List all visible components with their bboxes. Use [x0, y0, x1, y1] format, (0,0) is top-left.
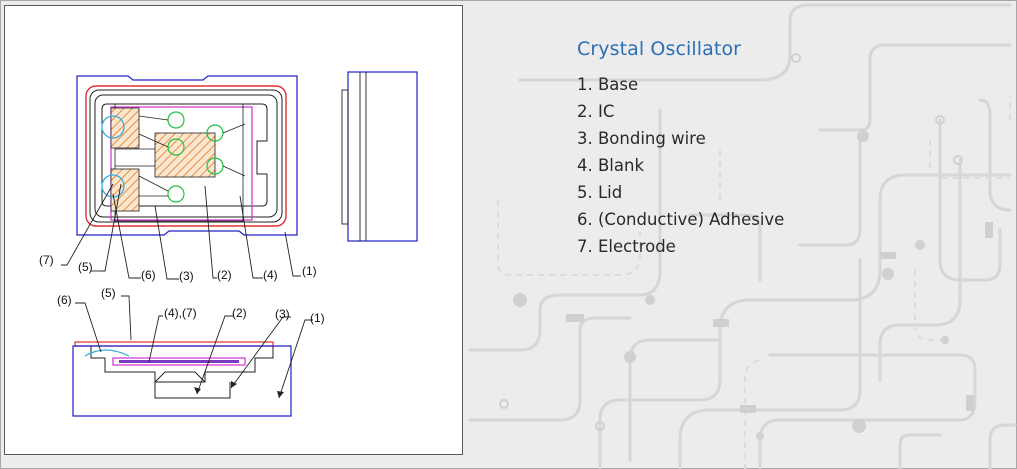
list-item: 4. Blank	[577, 156, 645, 175]
adhesive-dot	[101, 174, 125, 198]
legend-title: Crystal Oscillator	[577, 38, 742, 60]
electrode-pad-bottom	[110, 168, 140, 212]
callout-label: (1)	[302, 264, 317, 278]
callout-label: (4)	[263, 268, 278, 282]
list-item: 2. IC	[577, 102, 615, 121]
parts-legend: Crystal Oscillator 1. Base 2. IC 3. Bond…	[577, 38, 784, 260]
base-section	[72, 345, 292, 417]
blank-section	[112, 357, 246, 366]
parts-list: 1. Base 2. IC 3. Bonding wire 4. Blank 5…	[577, 71, 784, 260]
adhesive-dot	[101, 115, 125, 139]
list-item: 1. Base	[577, 75, 639, 94]
section-view: (6) (5) (4),(7) (2) (3) (1)	[57, 286, 325, 417]
list-item: 5. Lid	[577, 183, 623, 202]
ic-chip	[154, 132, 216, 178]
list-item: 6. (Conductive) Adhesive	[577, 210, 785, 229]
callout-label: (5)	[101, 286, 116, 300]
electrode-pad-top	[110, 107, 140, 149]
top-view: (7) (5) (6) (3) (2) (4) (1)	[39, 71, 418, 283]
base-outline	[76, 75, 298, 236]
callout-label: (3)	[179, 269, 194, 283]
callout-label: (5)	[78, 260, 93, 274]
list-item: 3. Bonding wire	[577, 129, 706, 148]
drawing-panel: (7) (5) (6) (3) (2) (4) (1)	[4, 5, 463, 455]
callout-label: (2)	[217, 268, 232, 282]
lid-outline	[85, 85, 287, 227]
callout-label: (6)	[57, 293, 72, 307]
circuit-background	[468, 3, 1017, 469]
callout-label: (1)	[310, 311, 325, 325]
list-item: 7. Electrode	[577, 237, 676, 256]
callout-label: (2)	[232, 306, 247, 320]
callout-label: (3)	[275, 307, 290, 321]
ic-section	[154, 371, 206, 383]
callout-label: (6)	[141, 268, 156, 282]
callout-label: (4),(7)	[164, 306, 197, 320]
callout-label: (7)	[39, 253, 54, 267]
oscillator-drawing: (7) (5) (6) (3) (2) (4) (1)	[39, 71, 418, 417]
side-view-outline	[347, 71, 418, 242]
blank-outline	[110, 106, 253, 221]
cavity-outline	[101, 103, 268, 207]
